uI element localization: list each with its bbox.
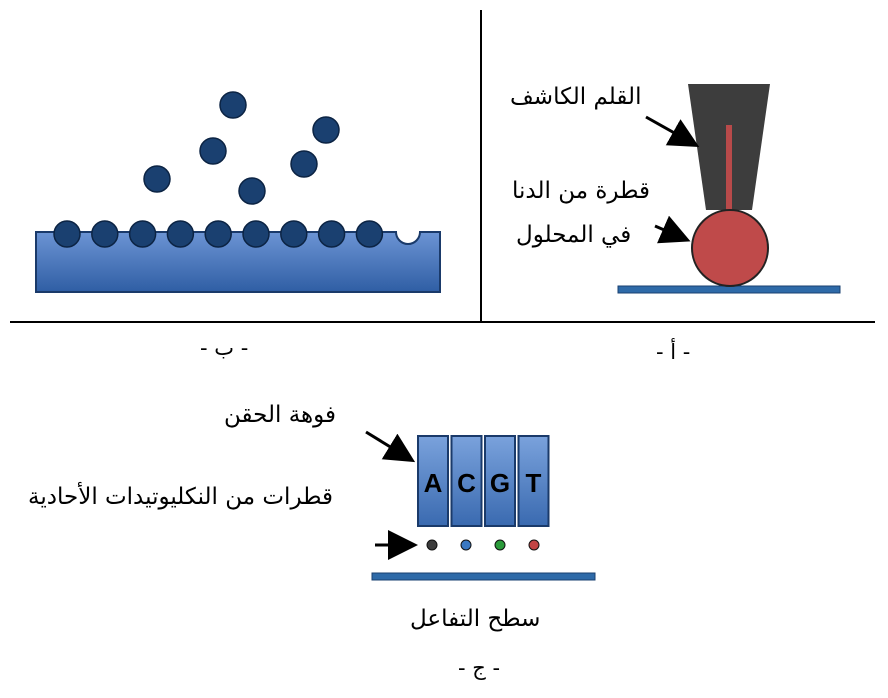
- bead: [242, 220, 270, 248]
- well-letter: T: [525, 468, 542, 498]
- nucleotide-droplet: [426, 539, 438, 551]
- bead-slab: [35, 231, 441, 293]
- floating-bead: [290, 150, 318, 178]
- panel-b-illustration: [35, 91, 441, 293]
- nozzle-well: [450, 435, 483, 527]
- bead: [166, 220, 195, 248]
- well-letter: A: [423, 468, 443, 498]
- panel-a-surface: [617, 285, 841, 294]
- nucleotide-droplet: [460, 539, 472, 551]
- bead: [355, 220, 384, 248]
- dna-drop-label-line2: في المحلول: [516, 222, 632, 248]
- probe-arrow: [645, 115, 700, 147]
- floating-bead: [143, 165, 171, 193]
- bead: [53, 220, 81, 248]
- nucleotide-droplets: [426, 539, 540, 551]
- panel-b-tag: - ب -: [200, 336, 249, 360]
- bead: [204, 220, 232, 248]
- nozzle-well: [417, 435, 449, 527]
- panel-a-tag: - أ -: [656, 340, 691, 364]
- bead: [280, 220, 308, 248]
- floating-bead: [219, 91, 247, 119]
- floating-bead: [238, 177, 266, 205]
- well-letter: C: [457, 468, 476, 498]
- well-letter: G: [489, 468, 511, 498]
- probe-tip: [726, 125, 732, 213]
- bead: [91, 220, 119, 248]
- reaction-surface: [371, 572, 596, 581]
- dna-drop: [691, 209, 769, 287]
- floating-beads: [143, 91, 340, 205]
- droplets-label: قطرات من النكليوتيدات الأحادية: [28, 484, 333, 510]
- floating-bead: [199, 137, 227, 165]
- bead: [317, 220, 346, 248]
- bead-row: [53, 220, 384, 248]
- dna-drop-label-line1: قطرة من الدنا: [512, 178, 650, 204]
- bead: [128, 220, 157, 248]
- nozzle-label: فوهة الحقن: [224, 402, 337, 428]
- floating-bead: [312, 116, 340, 144]
- panel-c-tag: - ج -: [458, 656, 501, 680]
- nucleotide-droplet: [528, 539, 540, 551]
- nozzle-well: [517, 435, 550, 527]
- panel-c-illustration: [365, 430, 596, 581]
- nozzle-wells: [417, 435, 550, 527]
- drop-arrow: [654, 215, 691, 244]
- panel-a-illustration: [617, 84, 841, 294]
- probe-label: القلم الكاشف: [510, 84, 642, 110]
- nucleotide-droplet: [494, 539, 506, 551]
- nozzle-arrow: [365, 430, 416, 463]
- nozzle-well: [484, 435, 516, 527]
- reaction-surface-label: سطح التفاعل: [410, 606, 541, 632]
